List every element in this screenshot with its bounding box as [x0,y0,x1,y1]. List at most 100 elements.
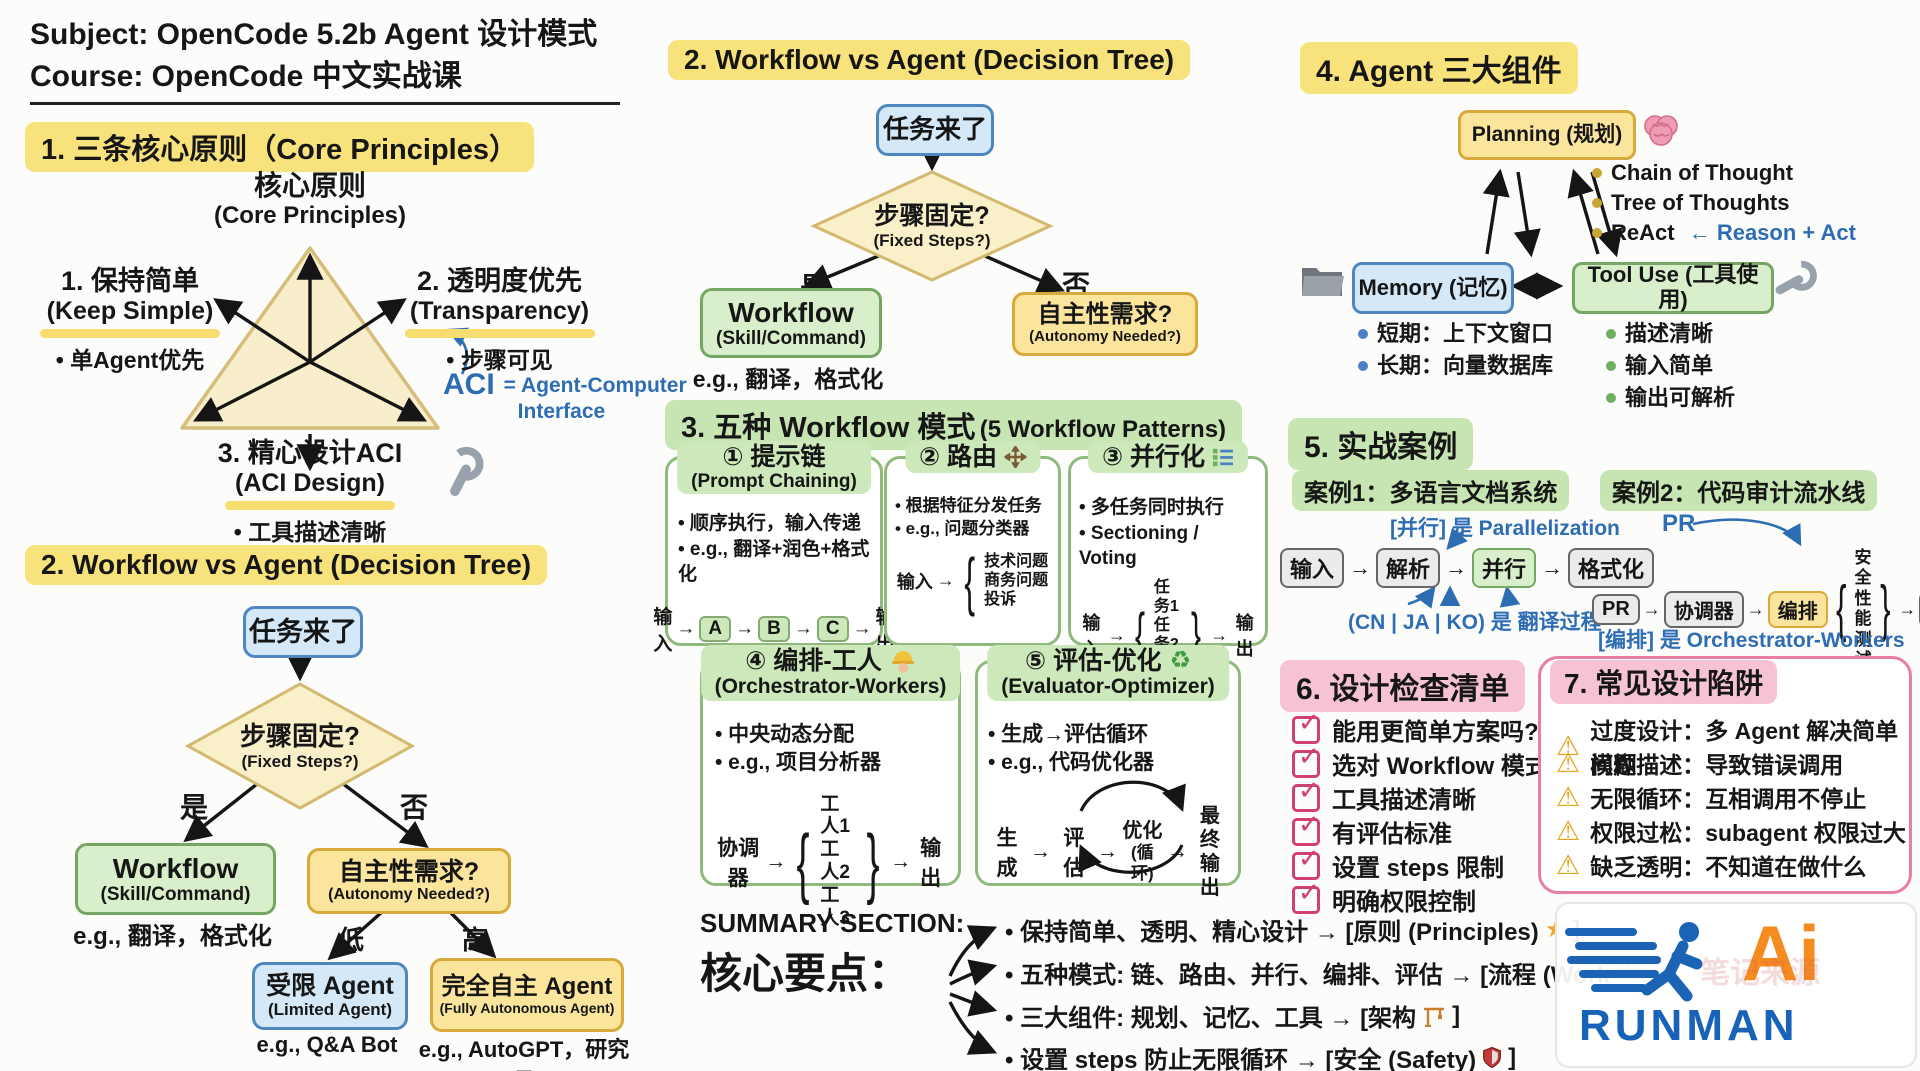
fixed-steps-zh: 步骤固定? [240,721,360,751]
wrench-icon [1775,260,1817,295]
warning-icon: ⚠ [1556,815,1581,846]
pattern-orchestrator-workers: ④ 编排-工人 (Orchestrator-Workers) • 中央动态分配 … [700,645,961,929]
planning-bullet-1: Chain of Thought [1611,160,1794,185]
tool-bullet-1: 描述清晰 [1625,321,1714,346]
pattern-2-name: ② 路由 [918,443,998,471]
aci-note: ACI = Agent-Computer Interface [443,368,687,426]
cross-arrows-icon [1004,446,1027,468]
route-option: 商务问题 [984,572,1049,590]
principle-3: 3. 精心设计ACI (ACI Design) • 工具描述清晰 [185,438,435,545]
pattern-parallelization: ③ 并行化 • 多任务同时执行 • Sectioning / Voting 输入… [1068,441,1268,692]
case1-step-format: 格式化 [1568,548,1655,588]
core-principles-label: 核心原则 (Core Principles) [160,170,460,230]
pattern-1-bullet: • 顺序执行，输入传递 [678,513,861,534]
summary-keypoints-label: 核心要点： [700,950,911,997]
autonomous-agent-label: 完全自主 Agent [441,972,613,1000]
pattern-2-bullet: • 根据特征分发任务 [895,496,1042,515]
memory-label: Memory (记忆) [1358,274,1508,300]
pattern-3-bullet: • 多任务同时执行 [1079,497,1224,518]
yellow-underline [225,500,395,510]
summary-label: SUMMARY SECTION: [700,908,965,938]
checkbox-icon [1292,877,1320,914]
case2-title: 案例2：代码审计流水线 [1600,470,1878,511]
workflow-example-center: e.g., 翻译，格式化 [692,366,884,392]
limited-agent-example: e.g., Q&A Bot [256,1032,398,1057]
fixed-steps-zh: 步骤固定? [874,202,990,230]
tool-bullets: 描述清晰 输入简单 输出可解析 [1606,318,1735,414]
pattern-5-header: ⑤ 评估-优化 ♻ (Evaluator-Optimizer) [987,645,1229,701]
tool-use-label: Tool Use (工具使用) [1587,262,1759,312]
checkbox-icon [1292,775,1320,812]
workflow-label: Workflow [112,852,239,884]
pattern-1-en: (Prompt Chaining) [691,471,857,492]
memory-bullet-2: 长期：向量数据库 [1377,353,1554,378]
memory-node: Memory (记忆) [1352,262,1514,314]
arrow-right [853,618,872,640]
pitfall-item: 权限过松：subagent 权限过大 [1590,820,1906,846]
pattern-1-header: ① 提示链 (Prompt Chaining) [677,441,871,495]
summary-line-3: • 三大组件: 规划、记忆、工具 → [架构 ] [1005,998,1460,1033]
arrow-right [765,850,786,874]
fixed-steps-decision-center: 步骤固定? (Fixed Steps?) [860,202,1004,250]
pitfall-item: 过度设计：多 Agent 解决简单问题 [1590,718,1899,778]
checklist-item: 明确权限控制 [1332,889,1476,916]
flow-node-b: B [758,615,790,642]
branch-low-label: 低 [338,925,365,955]
planning-bullet-2: Tree of Thoughts [1611,190,1790,215]
flow-input: 输入 [653,606,673,655]
summary-line-4-close: ] [1508,1043,1517,1071]
memory-bullet-1: 短期：上下文窗口 [1377,321,1554,346]
pattern-3-bullet: • Sectioning / Voting [1079,522,1199,570]
branch-yes-label: 是 [180,792,209,823]
case1-step-input: 输入 [1280,548,1345,588]
recycle-icon: ♻ [1169,646,1191,674]
tool-bullet-2: 输入简单 [1625,353,1714,378]
bullet-dot [1606,329,1616,339]
case2-step-orchestrate: 编排 [1767,590,1828,628]
bullet-dot [1358,329,1368,339]
worker-item: 工人1 [820,793,850,838]
pattern-4-bullet: • 中央动态分配 [715,723,855,746]
arrow-right [1108,625,1126,646]
flow-output: 输出 [920,837,942,891]
fixed-steps-decision: 步骤固定? (Fixed Steps?) [228,721,372,771]
arrow-right [1349,555,1371,581]
arrow-right [1167,840,1188,864]
section2-title-left: 2. Workflow vs Agent (Decision Tree) [25,545,548,585]
summary-line-1: • 保持简单、透明、精心设计 → [原则 (Principles) ★ ] [1005,912,1580,947]
watermark-text: 笔记来源 [1700,957,1820,990]
task-start-label: 任务来了 [882,114,987,145]
pattern-5-bullet: • e.g., 代码优化器 [988,751,1155,775]
fixed-steps-en: (Fixed Steps?) [241,751,359,771]
arrow-right [1030,840,1051,864]
planning-bullet-3: ReAct [1611,220,1675,245]
case2-branch-performance: 性能 [1854,588,1872,629]
summary-line-1-text: • 保持简单、透明、精心设计 → [原则 (Principles) [1005,919,1539,946]
arrow-right [1097,840,1118,864]
pattern-4-en: (Orchestrator-Workers) [714,675,947,698]
pattern-3-header: ③ 并行化 [1087,441,1249,473]
header-divider [30,102,620,105]
runner-icon [1565,922,1703,1002]
memory-bullets: 短期：上下文窗口 长期：向量数据库 [1358,318,1553,382]
case2-step-coordinator: 协调器 [1663,590,1744,628]
aci-note-line2: Interface [517,400,606,424]
route-option: 技术问题 [984,553,1049,571]
principle-1: 1. 保持简单 (Keep Simple) • 单Agent优先 [30,266,230,373]
principle-3-en: (ACI Design) [235,469,385,498]
brace-left [797,823,810,901]
flow-node-c: C [816,615,849,642]
case2-branch-security: 安全 [1854,548,1872,588]
autonomy-decision-node-center: 自主性需求? (Autonomy Needed?) [1012,292,1198,356]
autonomy-decision-node: 自主性需求? (Autonomy Needed?) [307,848,511,914]
checklist-item: 有评估标准 [1332,821,1452,848]
principle-3-bullet: • 工具描述清晰 [233,518,387,545]
workflow-example: e.g., 翻译，格式化 [73,923,272,950]
logo-ai-text: Ai [1742,909,1820,997]
core-label-en: (Core Principles) [213,202,407,230]
arrow-right [1747,599,1765,620]
principle-1-zh: 1. 保持简单 [60,266,200,296]
arrow-right [1541,555,1563,581]
list-icon [1213,448,1234,467]
planning-label: Planning (规划) [1471,123,1623,147]
